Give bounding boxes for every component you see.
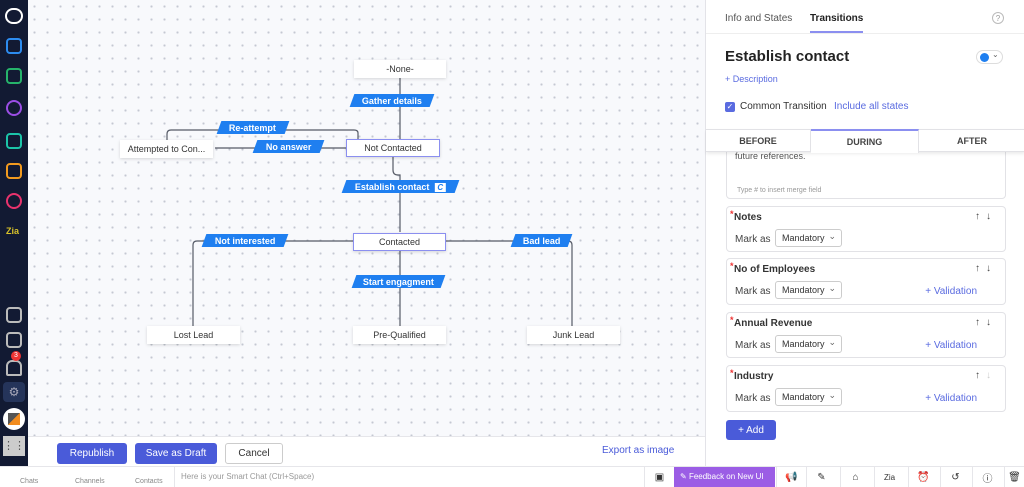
help-icon[interactable]: ? bbox=[992, 12, 1004, 24]
zia-icon[interactable]: Zia bbox=[6, 226, 20, 236]
add-validation-link[interactable]: + Validation bbox=[925, 393, 977, 404]
tab-during[interactable]: DURING bbox=[811, 129, 919, 153]
chevron-down-icon: ⌄ bbox=[992, 50, 999, 59]
color-dot bbox=[980, 53, 989, 62]
mark-as-select[interactable]: Mandatory bbox=[775, 281, 842, 299]
transition-no-answer[interactable]: No answer bbox=[252, 140, 325, 153]
transition-panel: Info and States Transitions ? Establish … bbox=[705, 0, 1024, 466]
field-card-notes: Notes ↑↓ Mark as Mandatory bbox=[726, 206, 1006, 252]
gear-icon[interactable]: ⚙ bbox=[3, 382, 25, 402]
action-bar: Republish Save as Draft Cancel Export as… bbox=[28, 436, 705, 466]
announcement-icon[interactable]: 📢 bbox=[776, 467, 806, 487]
status-bar: Chats Channels Contacts Here is your Sma… bbox=[0, 466, 1024, 487]
calendar-icon[interactable] bbox=[6, 332, 22, 348]
add-validation-link[interactable]: + Validation bbox=[925, 286, 977, 297]
transition-re-attempt[interactable]: Re-attempt bbox=[216, 121, 290, 134]
common-transition-checkbox[interactable]: ✓ bbox=[725, 102, 735, 112]
state-contacted[interactable]: Contacted bbox=[353, 233, 446, 251]
search-icon[interactable] bbox=[6, 193, 22, 209]
accessibility-icon[interactable]: ⓘ bbox=[972, 467, 1002, 487]
trash-icon[interactable]: 🗑 bbox=[1004, 467, 1024, 487]
mark-as-select[interactable]: Mandatory bbox=[775, 388, 842, 406]
divider bbox=[706, 33, 1024, 34]
reorder-arrows[interactable]: ↑↓ bbox=[975, 317, 997, 328]
contacts-button[interactable]: Contacts bbox=[135, 478, 163, 485]
republish-button[interactable]: Republish bbox=[57, 443, 127, 464]
field-card-employees: No of Employees ↑↓ Mark as Mandatory + V… bbox=[726, 258, 1006, 305]
transition-gather-details[interactable]: Gather details bbox=[349, 94, 435, 107]
alarm-icon[interactable]: ⏰ bbox=[908, 467, 938, 487]
color-picker[interactable]: ⌄ bbox=[976, 50, 1003, 64]
bell-icon[interactable] bbox=[6, 360, 22, 376]
mark-as-select[interactable]: Mandatory bbox=[775, 335, 842, 353]
feedback-button[interactable]: ✎ Feedback on New UI bbox=[674, 467, 775, 487]
analytics-icon[interactable] bbox=[6, 100, 22, 116]
tab-after[interactable]: AFTER bbox=[957, 136, 987, 146]
mark-as-select[interactable]: Mandatory bbox=[775, 229, 842, 247]
store-icon[interactable] bbox=[6, 163, 22, 179]
phase-tabs: BEFORE DURING AFTER bbox=[706, 129, 1024, 153]
tab-transitions[interactable]: Transitions bbox=[810, 13, 864, 33]
common-transition-label: Common Transition bbox=[740, 101, 827, 112]
blueprint-canvas[interactable]: -None- Not Contacted Attempted to Con...… bbox=[28, 0, 705, 436]
chats-button[interactable]: Chats bbox=[20, 478, 39, 485]
zoho-logo-icon[interactable] bbox=[5, 8, 23, 24]
edit-icon: ✎ bbox=[680, 472, 689, 481]
report-icon[interactable] bbox=[6, 68, 22, 84]
transition-not-interested[interactable]: Not interested bbox=[201, 234, 289, 247]
transition-title: Establish contact bbox=[725, 48, 850, 65]
state-not-contacted[interactable]: Not Contacted bbox=[346, 139, 440, 157]
state-junk-lead[interactable]: Junk Lead bbox=[527, 326, 620, 344]
state-pre-qualified[interactable]: Pre-Qualified bbox=[353, 326, 446, 344]
reorder-arrows[interactable]: ↑↓ bbox=[975, 263, 997, 274]
channels-button[interactable]: Channels bbox=[75, 478, 105, 485]
state-lost-lead[interactable]: Lost Lead bbox=[147, 326, 240, 344]
zia-icon[interactable]: Zia bbox=[874, 467, 904, 487]
tab-info-and-states[interactable]: Info and States bbox=[725, 13, 793, 24]
state-attempted[interactable]: Attempted to Con... bbox=[120, 140, 213, 158]
screen-icon[interactable]: ▣ bbox=[644, 467, 674, 487]
transition-start-engagement[interactable]: Start engagment bbox=[351, 275, 446, 288]
smart-chat-input[interactable]: Here is your Smart Chat (Ctrl+Space) bbox=[174, 467, 644, 487]
reorder-arrows[interactable]: ↑↓ bbox=[975, 370, 997, 381]
reorder-arrows[interactable]: ↑↓ bbox=[975, 211, 997, 222]
task-icon[interactable] bbox=[6, 133, 22, 149]
export-image-link[interactable]: Export as image bbox=[602, 445, 675, 456]
transition-bad-lead[interactable]: Bad lead bbox=[510, 234, 573, 247]
notification-badge: 3 bbox=[11, 351, 21, 361]
profile-icon[interactable] bbox=[3, 408, 25, 430]
history-icon[interactable]: ↺ bbox=[940, 467, 970, 487]
folder-icon[interactable] bbox=[6, 38, 22, 54]
sticky-note-icon[interactable]: ✎ bbox=[806, 467, 836, 487]
apps-grid-icon[interactable]: ⋮⋮ bbox=[3, 436, 25, 456]
tab-before[interactable]: BEFORE bbox=[706, 130, 811, 152]
add-description-link[interactable]: + Description bbox=[725, 74, 778, 84]
add-note-icon[interactable] bbox=[6, 307, 22, 323]
connector-establish bbox=[392, 157, 401, 232]
add-validation-link[interactable]: + Validation bbox=[925, 340, 977, 351]
field-card-revenue: Annual Revenue ↑↓ Mark as Mandatory + Va… bbox=[726, 312, 1006, 358]
add-field-button[interactable]: + Add bbox=[726, 420, 776, 440]
clipboard-icon[interactable]: ⌂ bbox=[840, 467, 870, 487]
cancel-button[interactable]: Cancel bbox=[225, 443, 283, 464]
include-all-states-link[interactable]: Include all states bbox=[834, 101, 909, 112]
connector-not-interested bbox=[192, 240, 353, 326]
state-none[interactable]: -None- bbox=[354, 60, 446, 78]
app-sidebar: Zia 3 ⚙ ⋮⋮ bbox=[0, 0, 28, 466]
connector-bad-lead bbox=[446, 240, 573, 326]
save-draft-button[interactable]: Save as Draft bbox=[135, 443, 217, 464]
field-card-industry: Industry ↑↓ Mark as Mandatory + Validati… bbox=[726, 365, 1006, 412]
merge-field-hint: Type # to insert merge field bbox=[737, 187, 822, 194]
common-transition-badge: C bbox=[434, 182, 447, 191]
